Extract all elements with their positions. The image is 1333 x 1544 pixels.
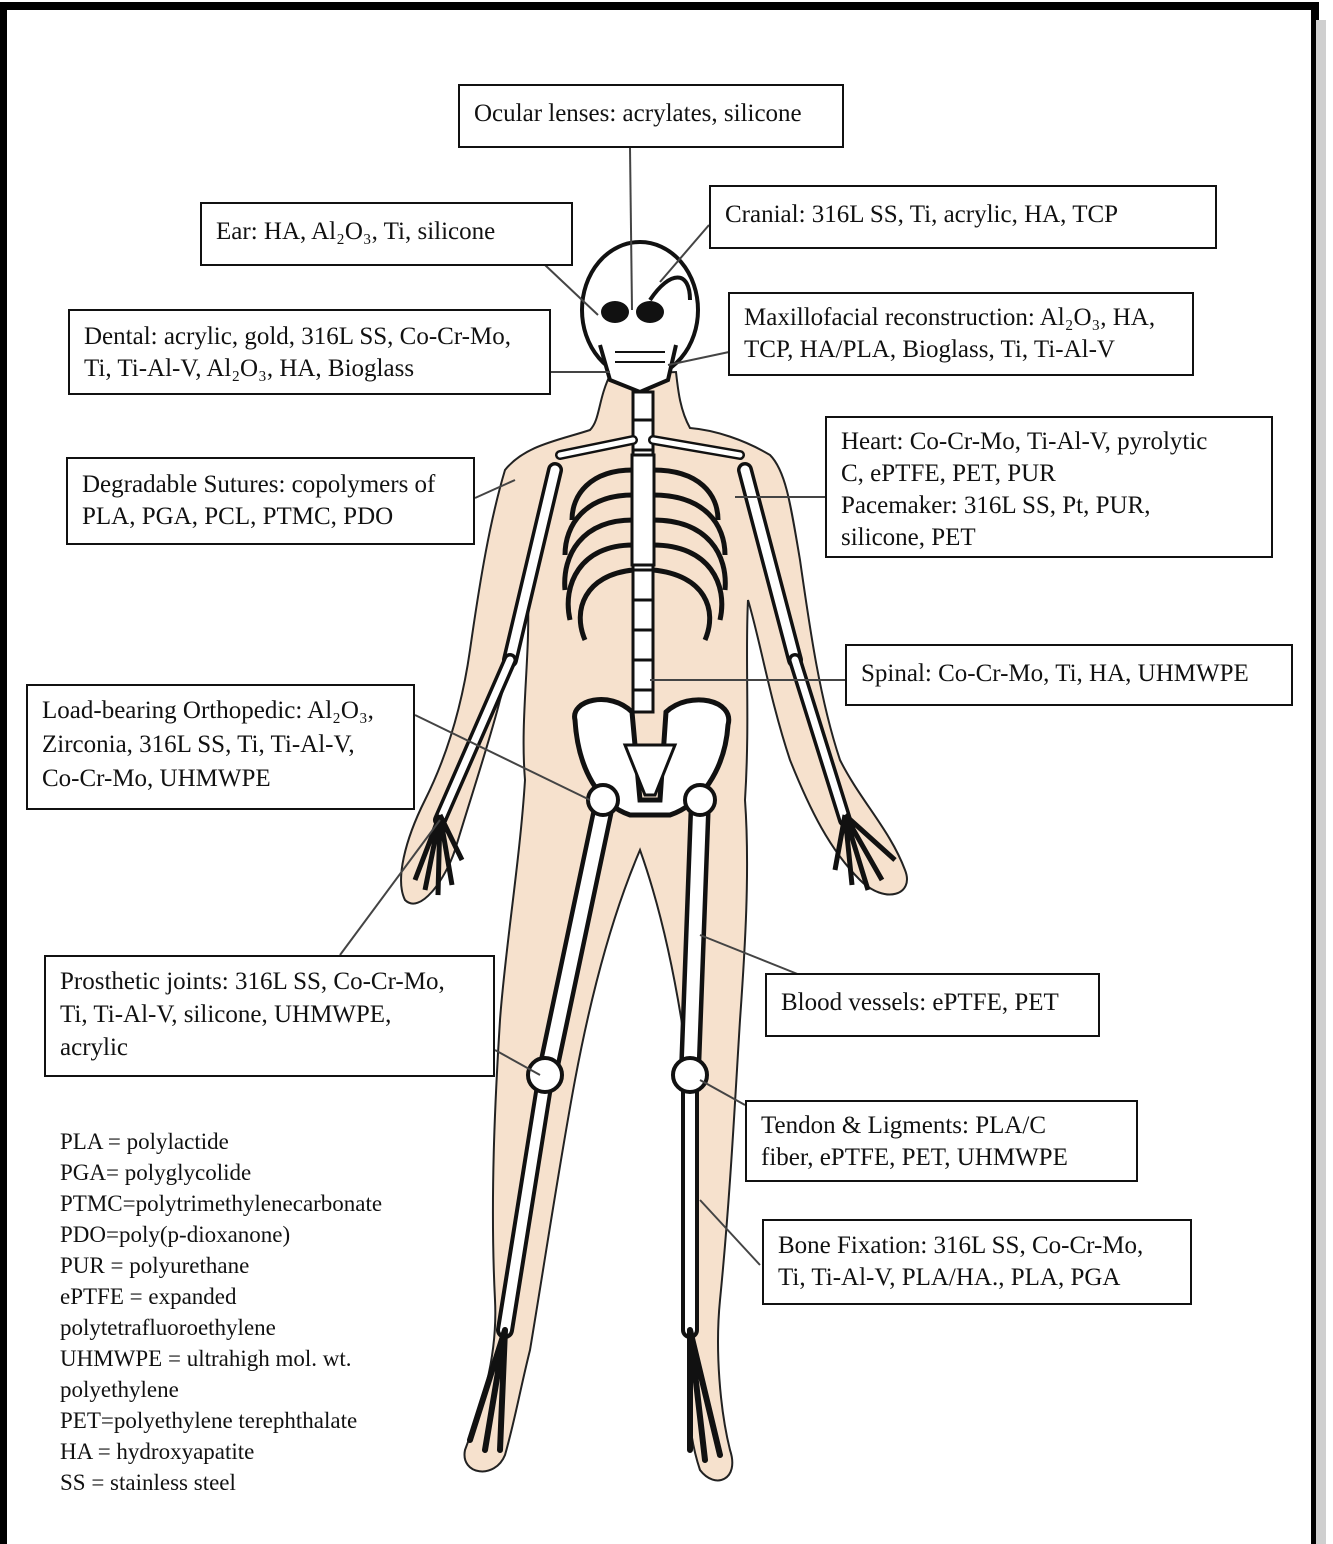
label-blood-vessels: Blood vessels: ePTFE, PET (765, 973, 1100, 1037)
label-bone-fixation: Bone Fixation: 316L SS, Co-Cr-Mo, Ti, Ti… (762, 1219, 1192, 1305)
label-line: Ocular lenses: acrylates, silicone (474, 98, 828, 130)
legend-item: PET=polyethylene terephthalate (60, 1405, 382, 1436)
label-line: Co-Cr-Mo, UHMWPE (42, 762, 399, 796)
label-line: Bone Fixation: 316L SS, Co-Cr-Mo, (778, 1230, 1176, 1262)
label-line: Cranial: 316L SS, Ti, acrylic, HA, TCP (725, 199, 1201, 231)
knee-right (673, 1058, 707, 1092)
label-line: Heart: Co-Cr-Mo, Ti-Al-V, pyrolytic (841, 426, 1257, 458)
legend-item: polyethylene (60, 1374, 382, 1405)
sternum (632, 455, 654, 565)
label-cranial: Cranial: 316L SS, Ti, acrylic, HA, TCP (709, 185, 1217, 249)
label-line: Ti, Ti-Al-V, silicone, UHMWPE, (60, 998, 479, 1031)
label-dental: Dental: acrylic, gold, 316L SS, Co-Cr-Mo… (68, 309, 551, 395)
label-line: Pacemaker: 316L SS, Pt, PUR, (841, 490, 1257, 522)
legend-item: SS = stainless steel (60, 1467, 382, 1498)
hip-joint-left (588, 785, 618, 815)
label-line: Ear: HA, Al₂O₃, Ti, silicone (216, 216, 557, 248)
label-spinal: Spinal: Co-Cr-Mo, Ti, HA, UHMWPE (845, 644, 1293, 706)
eye-socket-left (601, 301, 629, 323)
label-ear: Ear: HA, Al₂O₃, Ti, silicone (200, 202, 573, 266)
foot-left (470, 1330, 505, 1450)
label-maxillofacial: Maxillofacial reconstruction: Al₂O₃, HA,… (728, 292, 1194, 376)
label-line: Maxillofacial reconstruction: Al₂O₃, HA, (744, 302, 1178, 334)
label-line: Spinal: Co-Cr-Mo, Ti, HA, UHMWPE (861, 658, 1277, 690)
legend-item: UHMWPE = ultrahigh mol. wt. (60, 1343, 382, 1374)
label-line: Ti, Ti-Al-V, Al₂O₃, HA, Bioglass (84, 353, 535, 385)
hip-joint-right (685, 785, 715, 815)
label-line: Degradable Sutures: copolymers of (82, 469, 459, 501)
eye-socket-right (636, 301, 664, 323)
label-line: Ti, Ti-Al-V, PLA/HA., PLA, PGA (778, 1262, 1176, 1294)
label-load-bearing-orthopedic: Load-bearing Orthopedic: Al₂O₃, Zirconia… (26, 684, 415, 810)
label-line: silicone, PET (841, 522, 1257, 554)
legend-item: PTMC=polytrimethylenecarbonate (60, 1188, 382, 1219)
knee-left (528, 1058, 562, 1092)
label-tendon-ligaments: Tendon & Ligments: PLA/C fiber, ePTFE, P… (745, 1100, 1138, 1182)
label-prosthetic-joints: Prosthetic joints: 316L SS, Co-Cr-Mo, Ti… (44, 955, 495, 1077)
legend-item: polytetrafluoroethylene (60, 1312, 382, 1343)
label-sutures: Degradable Sutures: copolymers of PLA, P… (66, 457, 475, 545)
label-heart-pacemaker: Heart: Co-Cr-Mo, Ti-Al-V, pyrolytic C, e… (825, 416, 1273, 558)
label-ocular-lenses: Ocular lenses: acrylates, silicone (458, 84, 844, 148)
label-line: fiber, ePTFE, PET, UHMWPE (761, 1142, 1122, 1174)
legend-item: PLA = polylactide (60, 1126, 382, 1157)
legend-item: PDO=poly(p-dioxanone) (60, 1219, 382, 1250)
label-line: Prosthetic joints: 316L SS, Co-Cr-Mo, (60, 965, 479, 998)
label-line: Load-bearing Orthopedic: Al₂O₃, (42, 694, 399, 728)
legend-item: PUR = polyurethane (60, 1250, 382, 1281)
label-line: Blood vessels: ePTFE, PET (781, 987, 1084, 1019)
label-line: C, ePTFE, PET, PUR (841, 458, 1257, 490)
label-line: Tendon & Ligments: PLA/C (761, 1110, 1122, 1142)
label-line: PLA, PGA, PCL, PTMC, PDO (82, 501, 459, 533)
legend-item: HA = hydroxyapatite (60, 1436, 382, 1467)
label-line: Dental: acrylic, gold, 316L SS, Co-Cr-Mo… (84, 321, 535, 353)
legend-item: ePTFE = expanded (60, 1281, 382, 1312)
legend-item: PGA= polyglycolide (60, 1157, 382, 1188)
label-line: acrylic (60, 1031, 479, 1064)
abbreviation-legend: PLA = polylactide PGA= polyglycolide PTM… (60, 1126, 382, 1498)
label-line: Zirconia, 316L SS, Ti, Ti-Al-V, (42, 728, 399, 762)
label-line: TCP, HA/PLA, Bioglass, Ti, Ti-Al-V (744, 334, 1178, 366)
